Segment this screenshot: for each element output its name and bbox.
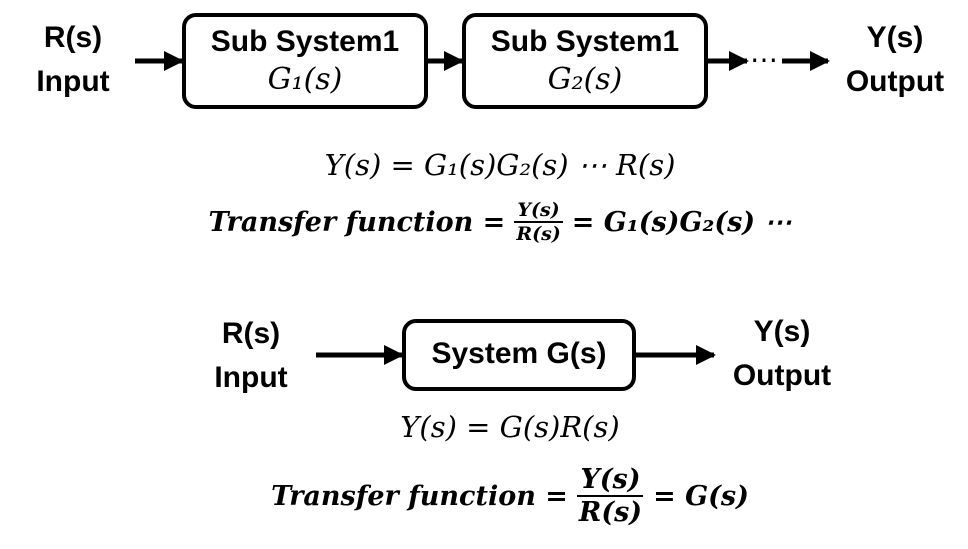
top-tf-lhs: Transfer function = [208,206,506,238]
ellipsis: ⋯ [750,43,778,76]
subsystem1-transfer-function: G₁(s) [267,62,343,97]
subsystem2-transfer-function: G₂(s) [547,62,623,97]
bottom-input-caption: Input [214,361,288,394]
top-output-caption: Output [845,65,945,98]
bottom-tf-fraction: Y(s) R(s) [576,464,645,528]
system-title: System G(s) [431,337,607,370]
bottom-output-caption: Output [732,359,832,392]
top-tf-denominator: R(s) [516,223,561,245]
bottom-output-equation: Y(s) = G(s)R(s) [400,410,620,444]
bottom-output-signal: Y(s) [753,315,811,348]
top-transfer-function: Transfer function = Y(s) R(s) = G₁(s)G₂(… [120,192,880,252]
top-tf-fraction: Y(s) R(s) [513,199,563,245]
bottom-tf-numerator: Y(s) [577,464,644,497]
subsystem1-title: Sub System1 [210,25,400,58]
bottom-tf-lhs: Transfer function = [271,480,568,512]
bottom-input-label: R(s) Input [192,312,310,400]
top-tf-rhs: = G₁(s)G₂(s) ⋯ [571,206,792,238]
top-input-label: R(s) Input [18,16,128,104]
subsystem1-block: Sub System1 G₁(s) [182,13,428,109]
bottom-input-signal: R(s) [221,317,281,350]
bottom-transfer-function: Transfer function = Y(s) R(s) = G(s) [180,454,840,538]
bottom-output-label: Y(s) Output [716,310,848,398]
top-output-label: Y(s) Output [832,16,958,104]
top-input-signal: R(s) [43,21,103,54]
top-input-caption: Input [36,65,110,98]
subsystem2-title: Sub System1 [490,25,680,58]
bottom-tf-rhs: = G(s) [653,480,749,512]
subsystem2-block: Sub System1 G₂(s) [462,13,708,109]
top-output-equation: Y(s) = G₁(s)G₂(s) ⋯ R(s) [324,148,676,182]
top-tf-numerator: Y(s) [514,199,563,223]
system-block: System G(s) [402,319,636,391]
bottom-tf-denominator: R(s) [578,497,643,528]
top-output-signal: Y(s) [866,21,924,54]
